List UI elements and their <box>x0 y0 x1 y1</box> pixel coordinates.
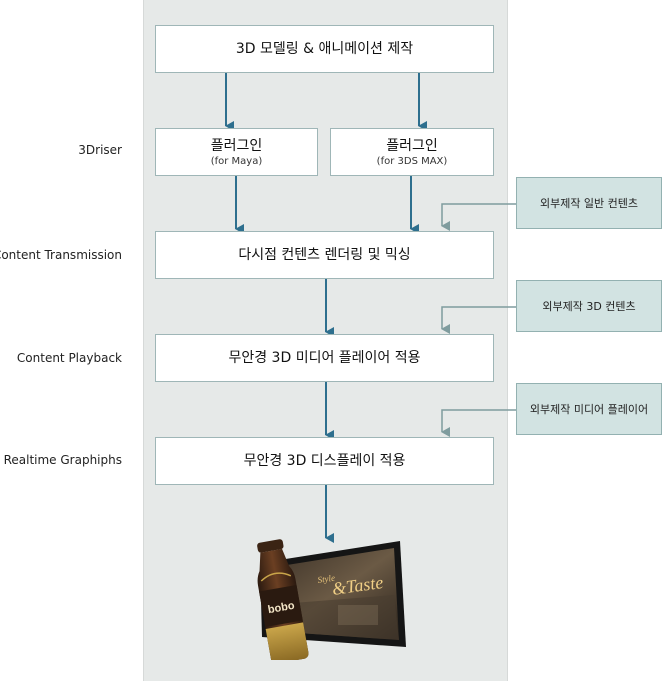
ext-general-content: 외부제작 일반 컨텐츠 <box>516 177 662 229</box>
ext-3d-content: 외부제작 3D 컨텐츠 <box>516 280 662 332</box>
row-label-realtime-graphics: Realtime Graphiphs <box>3 453 122 467</box>
ext-media-player: 외부제작 미디어 플레이어 <box>516 383 662 435</box>
box-player-label: 무안경 3D 미디어 플레이어 적용 <box>228 350 421 366</box>
box-display: 무안경 3D 디스플레이 적용 <box>155 437 494 485</box>
box-plugin-maya: 플러그인 (for Maya) <box>155 128 318 176</box>
box-modeling: 3D 모델링 & 애니메이션 제작 <box>155 25 494 73</box>
product-display-image: Style &Taste bobo <box>257 539 406 660</box>
box-modeling-label: 3D 모델링 & 애니메이션 제작 <box>235 41 414 57</box>
row-label-content-playback: Content Playback <box>16 351 122 365</box>
box-rendering: 다시점 컨텐츠 렌더링 및 믹싱 <box>155 231 494 279</box>
box-rendering-label: 다시점 컨텐츠 렌더링 및 믹싱 <box>238 247 411 263</box>
box-plugin-max-title: 플러그인 <box>386 137 438 154</box>
bottle-label-text: bobo <box>267 600 296 617</box>
box-plugin-max: 플러그인 (for 3DS MAX) <box>330 128 494 176</box>
row-label-content-transmission: Content Transmission <box>0 248 122 262</box>
tv-text-style: Style <box>317 573 336 585</box>
box-player: 무안경 3D 미디어 플레이어 적용 <box>155 334 494 382</box>
box-display-label: 무안경 3D 디스플레이 적용 <box>243 453 406 469</box>
row-label-3driser: 3Driser <box>78 143 122 157</box>
box-plugin-maya-title: 플러그인 <box>210 137 263 154</box>
arrow-ext-3d <box>441 306 516 334</box>
box-plugin-max-sub: (for 3DS MAX) <box>376 155 448 167</box>
bottle: bobo <box>257 539 309 660</box>
arrow-ext-general <box>441 203 516 231</box>
box-plugin-maya-sub: (for Maya) <box>210 155 263 167</box>
arrow-ext-player <box>441 409 516 437</box>
